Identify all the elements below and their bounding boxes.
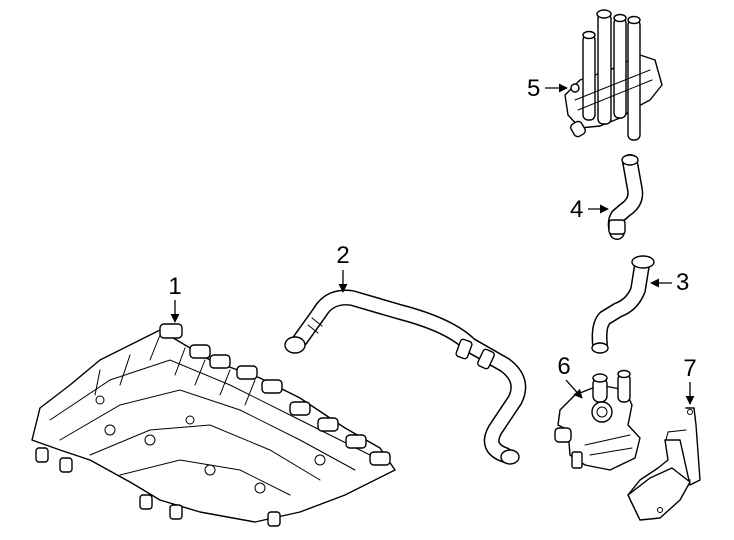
callout-6-arrow	[565, 379, 583, 399]
callout-5: 5	[527, 75, 568, 102]
pump-bracket-part[interactable]	[627, 407, 701, 521]
coolant-hose-short-part[interactable]	[607, 154, 644, 240]
callout-2-label: 2	[336, 242, 349, 269]
callout-1-label: 1	[168, 273, 181, 300]
callout-4-label: 4	[570, 196, 583, 223]
callout-1: 1	[168, 273, 182, 323]
callout-7-label: 7	[683, 355, 696, 382]
callout-6-label: 6	[557, 353, 570, 380]
callout-6: 6	[557, 353, 583, 399]
auxiliary-water-pump-part[interactable]	[554, 369, 641, 471]
callout-5-label: 5	[527, 75, 540, 102]
callout-2: 2	[336, 242, 350, 293]
coolant-distribution-housing-part[interactable]	[564, 9, 663, 141]
callout-3-label: 3	[676, 269, 689, 296]
callout-7: 7	[683, 355, 697, 405]
coolant-hose-bent-part[interactable]	[591, 255, 655, 354]
intake-manifold-part[interactable]	[31, 323, 396, 527]
coolant-hose-long-part[interactable]	[284, 289, 527, 465]
callout-3: 3	[650, 269, 689, 296]
callout-4: 4	[570, 196, 609, 223]
